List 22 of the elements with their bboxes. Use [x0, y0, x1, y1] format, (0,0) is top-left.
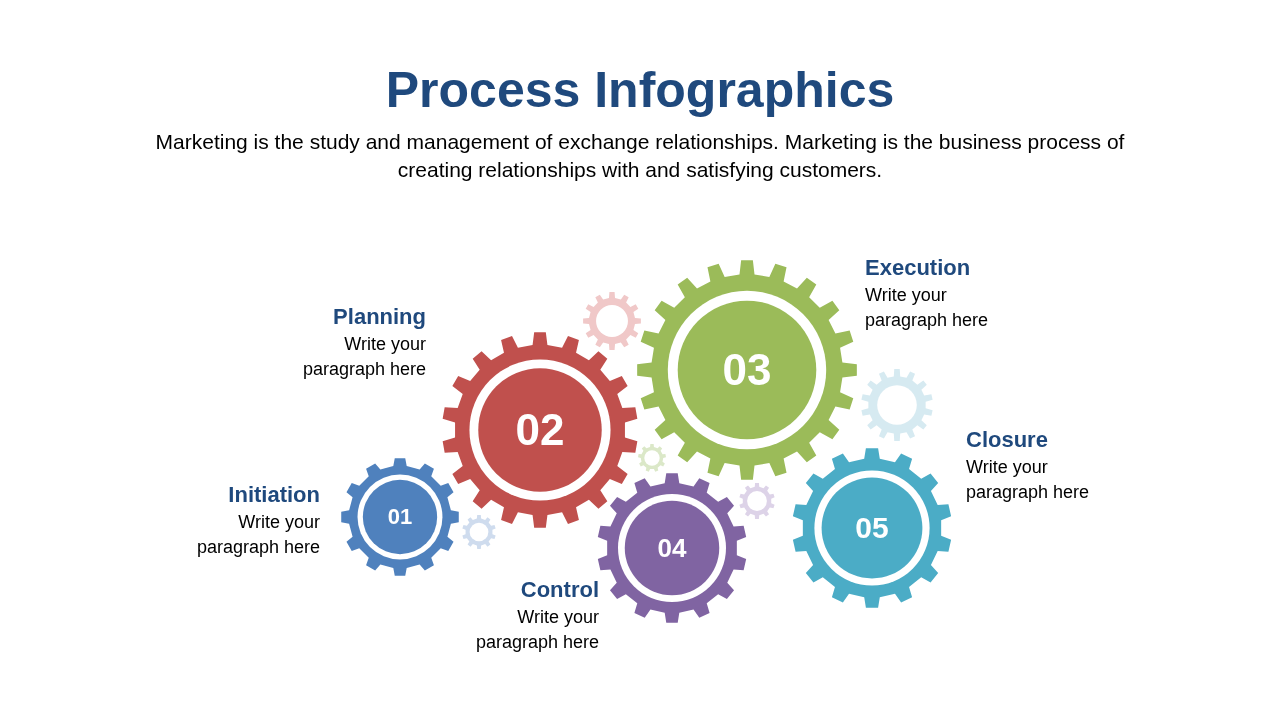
step-description: Write your paragraph here — [301, 333, 426, 381]
step-description: Write your paragraph here — [966, 456, 1091, 504]
gear — [637, 260, 857, 480]
gear — [792, 448, 952, 608]
gear — [597, 473, 747, 623]
step-number: 04 — [657, 535, 687, 561]
step-number: 02 — [515, 408, 565, 452]
gear — [341, 458, 459, 576]
gear — [442, 332, 638, 528]
step-description: Write your paragraph here — [865, 284, 990, 332]
step-heading: Planning — [333, 303, 426, 331]
step-number: 03 — [722, 348, 772, 392]
step-description: Write your paragraph here — [195, 511, 320, 559]
description-text: Marketing is the study and management of exchange relationships. Marketing is the business process of creating relationships with and satisfying customers. — [154, 129, 1126, 183]
step-heading: Initiation — [228, 481, 320, 509]
title: Process Infographics — [385, 61, 895, 120]
step-heading: Control — [520, 576, 599, 604]
step-heading: Closure — [966, 426, 1048, 454]
step-number: 01 — [387, 506, 413, 528]
step-description: Write your paragraph here — [474, 606, 599, 654]
step-number: 05 — [855, 513, 889, 543]
step-heading: Execution — [865, 254, 971, 282]
